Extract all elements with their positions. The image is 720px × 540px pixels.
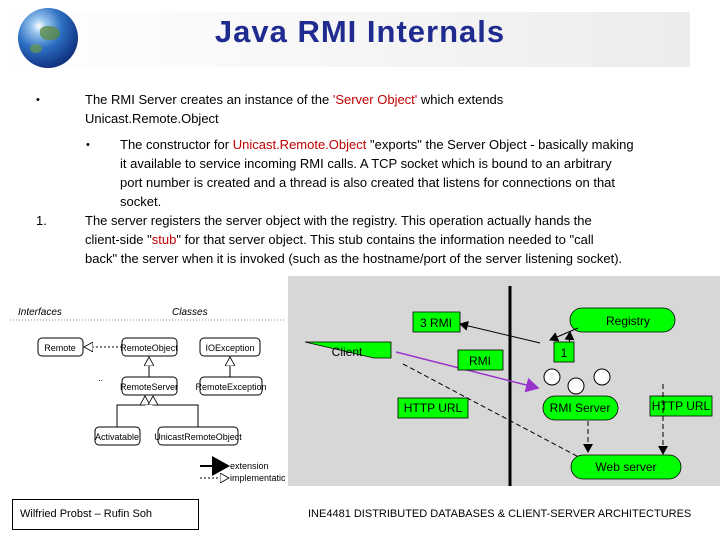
http-url-left-node [397,397,469,419]
unicast-remote-object-label: UnicastRemoteObject [154,432,242,442]
rmi-server-label: RMI Server [550,401,611,415]
activatable-extends-arrow [116,397,145,427]
client-label: Client [332,345,363,359]
item1-text-b: which extends [417,92,504,107]
client-node [304,341,392,359]
item2-stub: stub [151,232,177,247]
item2-line1: The server registers the server object w… [85,213,592,228]
remote-object-label: RemoteObject [120,343,178,353]
activatable-label: Activatable [95,432,139,442]
unicast-extends-arrow [153,397,199,427]
remote-box [37,337,84,357]
http-url-left-label: HTTP URL [404,401,463,415]
item1-unicast-remote-object: Unicast.Remote.Object [85,111,219,126]
client-http-url-arrow [402,363,593,465]
rmi-3-label: 3 RMI [420,316,452,330]
slide-title: Java RMI Internals [214,14,506,49]
numbered-item-2: The server registers the server object w… [85,211,719,268]
sub1-line3: port number is created and a thread is a… [120,175,616,190]
footer-author: Wilfried Probst – Rufin Soh [20,508,153,520]
continuation-dots: .. [98,373,103,383]
server-object-1-icon [543,368,561,386]
http-url-right-label: HTTP URL [652,399,711,413]
web-server-node [570,454,682,480]
sub1-text-a: The constructor for [120,137,233,152]
remote-label: Remote [44,343,76,353]
ioexception-box [199,337,261,357]
remote-exception-label: RemoteException [195,382,266,392]
item2-text-c: " for that server object. This stub cont… [176,232,594,247]
registry-node [569,307,676,333]
step-1-node [553,341,575,363]
rmi-3-arrow [459,320,541,344]
item2-text-b: client-side " [85,232,152,247]
remote-exception-box [199,376,263,396]
footer-author-box [12,499,199,530]
sub1-unicast-remote-object: Unicast.Remote.Object [232,137,367,152]
item2-line3: back" the server when it is invoked (suc… [85,251,623,266]
item1-text-a: The RMI Server creates an instance of th… [85,92,333,107]
registry-label: Registry [606,314,650,328]
footer-course: INE4481 DISTRIBUTED DATABASES & CLIENT-S… [308,508,692,520]
title-bar [0,12,690,67]
registry-link [549,327,579,342]
rmi-3-node [412,311,461,333]
rmi-node [457,349,504,371]
header-interfaces: Interfaces [18,307,62,318]
bullet-item-1: The RMI Server creates an instance of th… [85,90,705,128]
item2-number: 1. [36,213,47,228]
globe-icon [18,8,78,68]
header-classes: Classes [172,307,208,318]
sub1-line2: it available to service incoming RMI cal… [120,156,612,171]
sub1-text-b: "exports" the Server Object - basically … [366,137,634,152]
class-hierarchy-diagram: Interfaces Classes Remote RemoteObject I… [10,307,285,483]
legend-extension-label: extension [230,461,269,471]
item1-server-object: 'Server Object' [332,92,418,107]
sub-bullet-item: The constructor for Unicast.Remote.Objec… [120,135,718,211]
legend-implementation-label: implementation [230,473,285,483]
rmi-server-node [542,395,619,421]
step-1-label: 1 [561,346,568,360]
server-object-3-icon [593,368,611,386]
rmi-architecture-diagram: Client 3 RMI Registry RMI 1 HTTP URL RMI… [304,286,713,486]
bullet-glyph: • [36,94,40,106]
rmi-label: RMI [469,354,491,368]
web-server-label: Web server [595,460,656,474]
http-url-right-node [649,395,713,417]
server-object-2-icon [567,377,585,395]
ioexception-label: IOException [205,343,254,353]
sub-bullet-glyph: • [86,139,90,151]
sub1-line4: socket. [120,194,162,209]
remote-server-label: RemoteServer [120,382,178,392]
